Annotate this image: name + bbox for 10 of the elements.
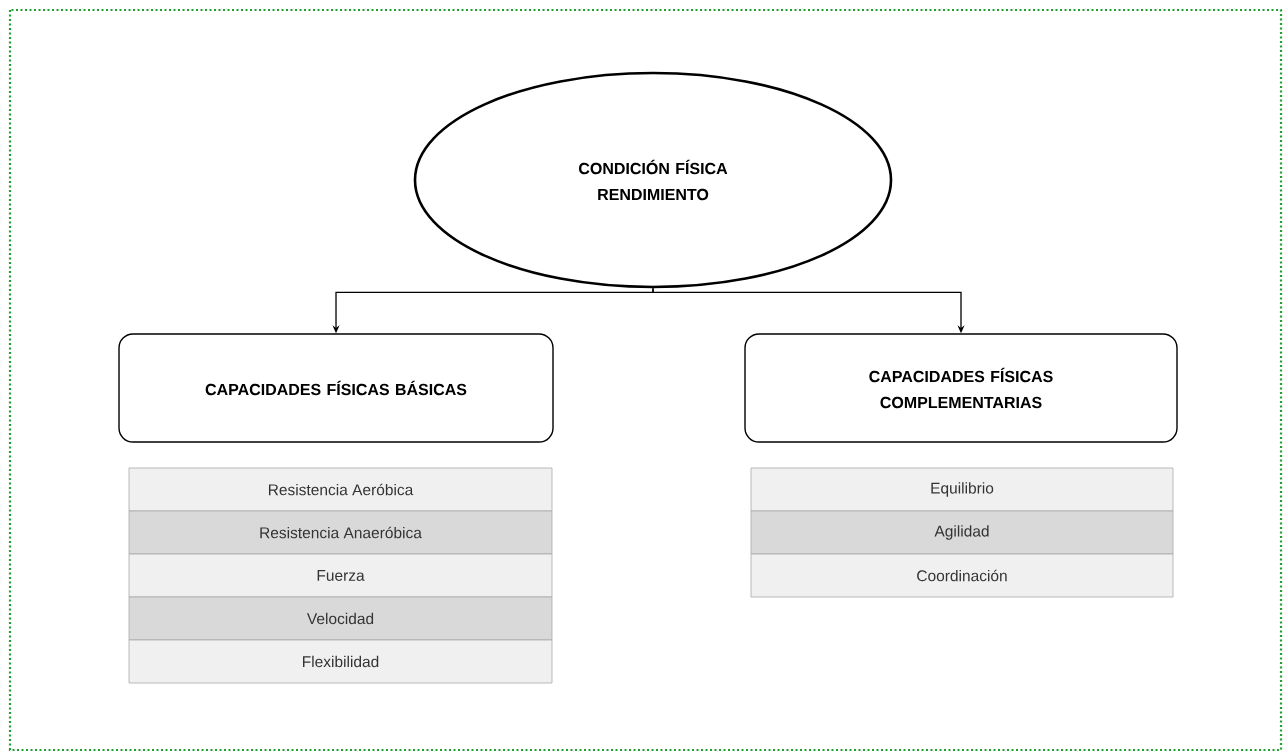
table-cell: Equilibrio [750,467,1174,512]
table-cell: Resistencia Anaeróbica [128,510,553,555]
table-cell: Fuerza [128,553,553,598]
table-cell: Flexibilidad [128,639,553,684]
table-cell: Resistencia Aeróbica [128,467,553,512]
table-cell: Agilidad [750,510,1174,555]
table-cell: Velocidad [128,596,553,641]
table-cell: Coordinación [750,553,1174,598]
category-box: CAPACIDADES FÍSICAS BÁSICAS [118,333,554,443]
category-box: CAPACIDADES FÍSICAS COMPLEMENTARIAS [744,333,1178,443]
